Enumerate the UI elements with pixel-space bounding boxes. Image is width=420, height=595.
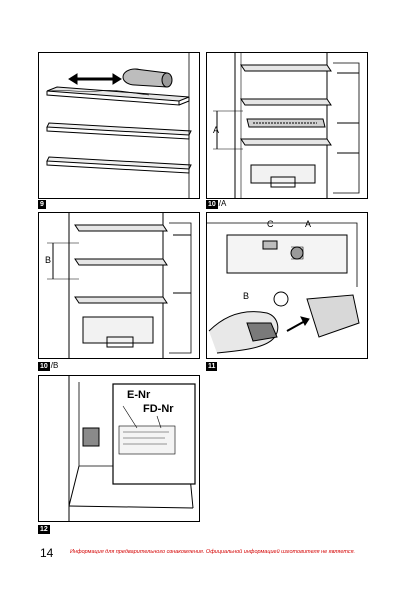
figure-9-illustration: [46, 53, 192, 198]
callout-b: B: [243, 291, 250, 301]
figure-number: 11: [206, 362, 218, 371]
figure-9-panel: [38, 52, 200, 199]
callout-a: A: [305, 219, 312, 229]
callout-c: C: [267, 219, 274, 229]
fd-nr-label: FD-Nr: [143, 403, 174, 415]
figure-12-caption: 12: [38, 524, 50, 534]
figure-12-panel: E-Nr FD-Nr: [38, 375, 200, 522]
figure-11-caption: 11: [206, 361, 218, 371]
figure-10a-panel: A: [206, 52, 368, 199]
figure-suffix: /A: [218, 199, 227, 208]
figure-12-illustration: [68, 376, 196, 521]
e-nr-label: E-Nr: [127, 389, 151, 401]
figure-10b-caption: 10/B: [38, 361, 58, 371]
figure-number: 10: [206, 200, 218, 209]
figure-10a-illustration: [213, 53, 360, 198]
callout-a: A: [213, 125, 220, 135]
disclaimer-text: Информация для предварительного ознакомл…: [70, 549, 356, 555]
figure-number: 12: [38, 525, 50, 534]
figure-suffix: /B: [50, 361, 59, 370]
figure-11-panel: C A B: [206, 212, 368, 359]
figure-9-caption: 9: [38, 199, 46, 209]
figure-10b-panel: B: [38, 212, 200, 359]
figure-10b-illustration: [47, 213, 192, 358]
page-number: 14: [40, 546, 54, 560]
figure-number: 10: [38, 362, 50, 371]
figure-number: 9: [38, 200, 46, 209]
figure-10a-caption: 10/A: [206, 199, 226, 209]
figure-11-illustration: [207, 222, 360, 354]
callout-b: B: [45, 255, 52, 265]
